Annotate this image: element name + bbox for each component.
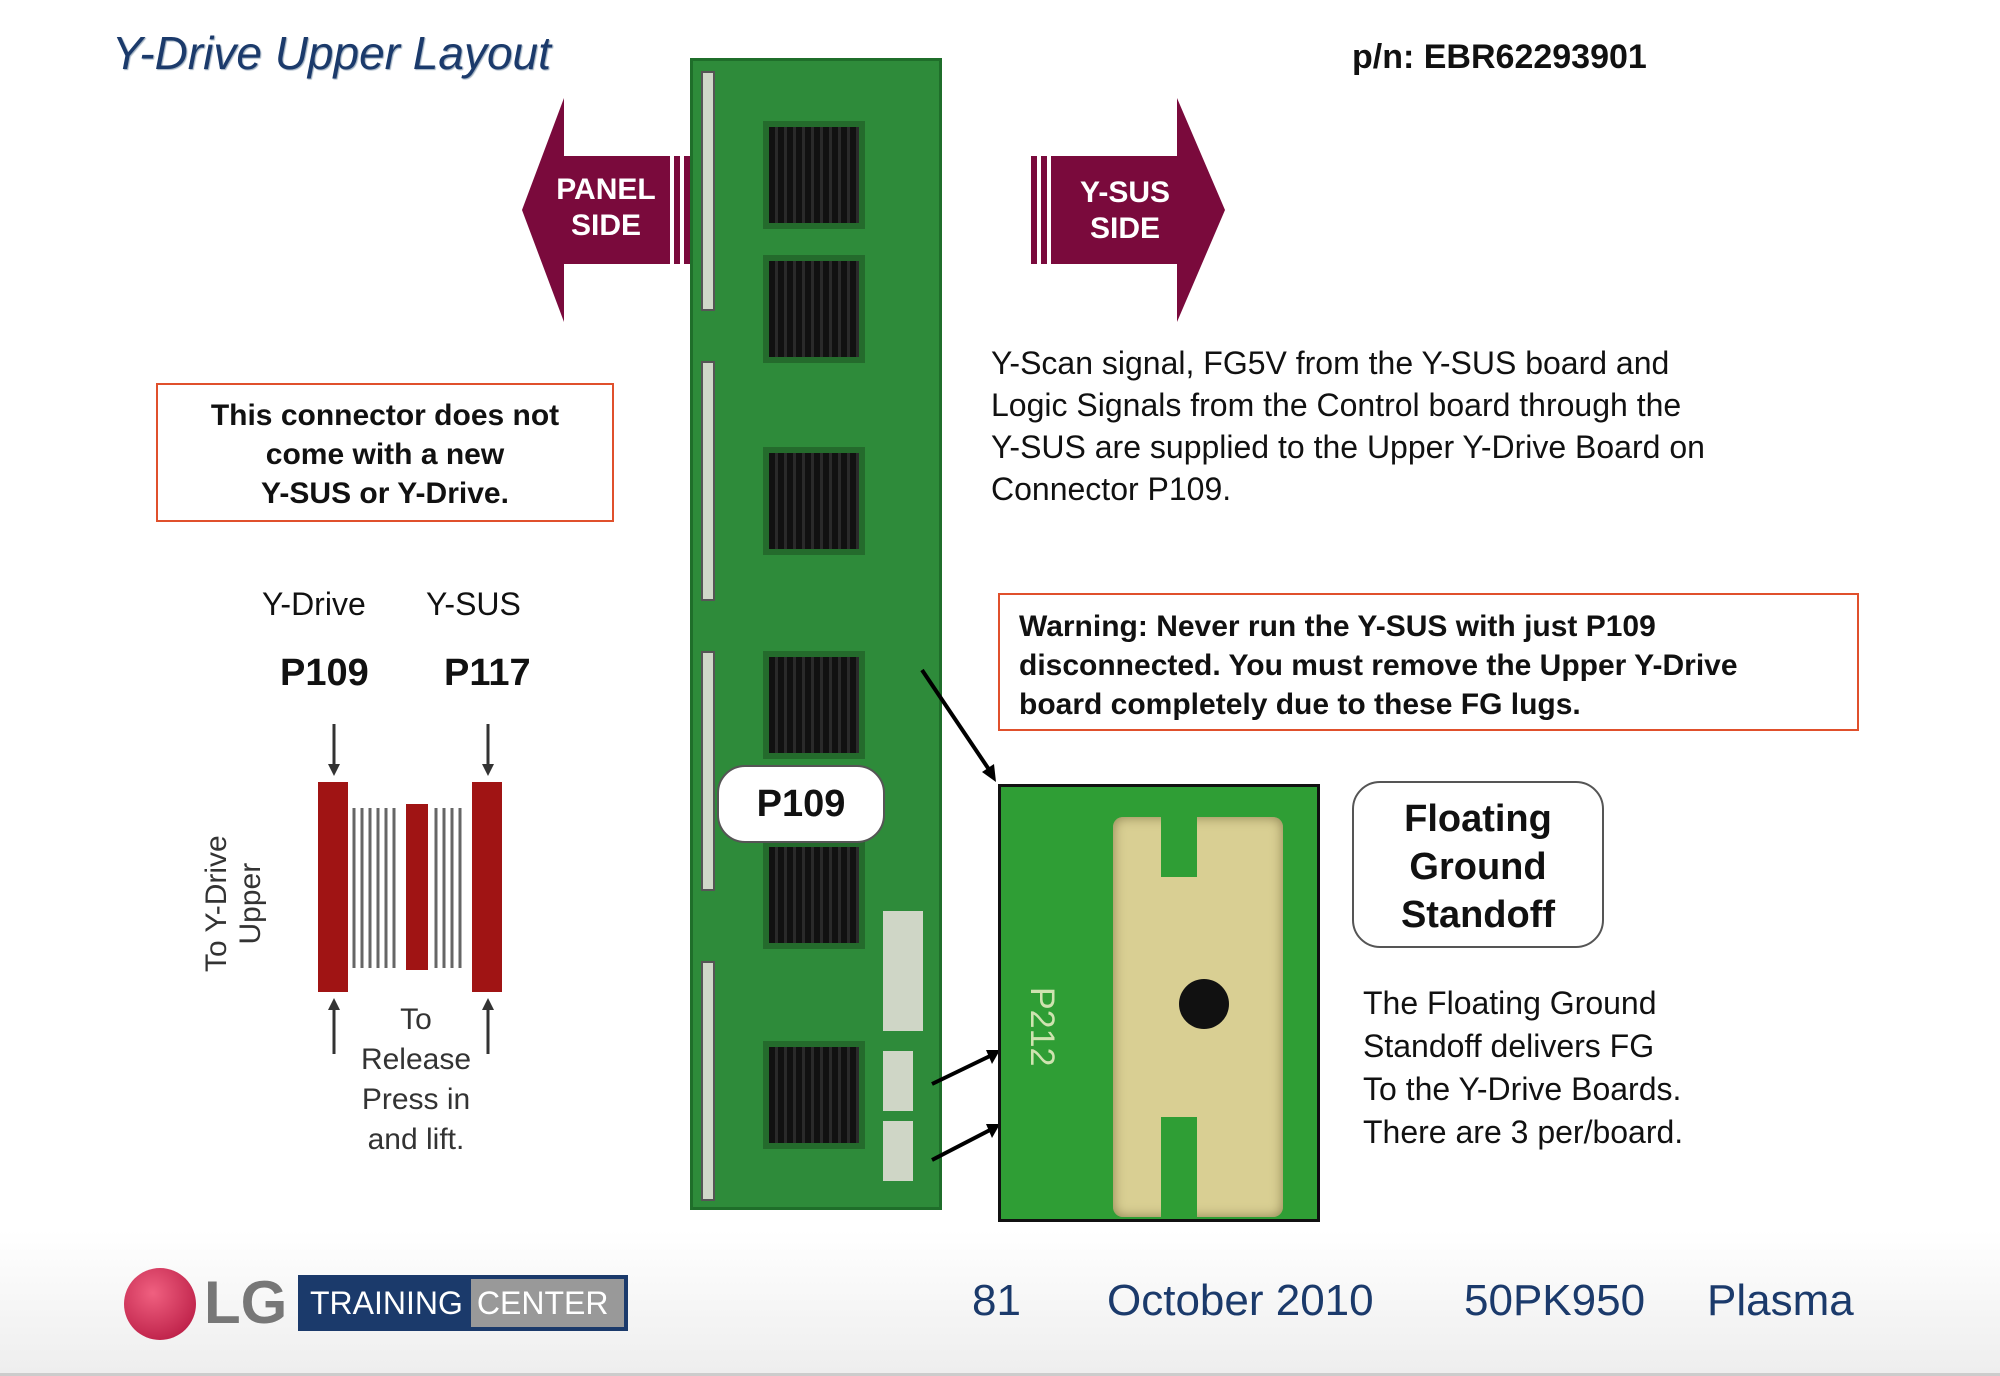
callout-line: Ground bbox=[1409, 846, 1547, 888]
warning-line: Warning: Never run the Y-SUS with just P… bbox=[1019, 610, 1656, 643]
footer-date: October 2010 bbox=[1107, 1276, 1374, 1325]
note-line: come with a new bbox=[265, 438, 505, 471]
note-line: This connector does not bbox=[210, 399, 560, 432]
to-y-drive-label: To Y-Drive Upper bbox=[200, 835, 268, 972]
text-line: Standoff delivers FG bbox=[1363, 1028, 1655, 1064]
release-line: Release bbox=[360, 1043, 472, 1076]
footer-model: 50PK950 bbox=[1464, 1276, 1646, 1325]
pointer-arrows-icon bbox=[920, 668, 1000, 1162]
side-label-line: Upper bbox=[234, 862, 267, 945]
training-text: TRAINING bbox=[310, 1284, 463, 1321]
note-line: Y-SUS or Y-Drive. bbox=[261, 477, 509, 510]
p212-label: P212 bbox=[1023, 987, 1061, 1067]
lg-wordmark: LG bbox=[204, 1269, 288, 1336]
description-text: Y-Scan signal, FG5V from the Y-SUS board… bbox=[991, 342, 1891, 510]
warning-box: Warning: Never run the Y-SUS with just P… bbox=[998, 593, 1859, 731]
release-line: Press in bbox=[361, 1083, 471, 1116]
panel-side-arrow-icon bbox=[522, 98, 690, 322]
release-instructions: To Release Press in and lift. bbox=[336, 1000, 496, 1160]
side-label-line: SIDE bbox=[1089, 212, 1161, 245]
connector-diagram-icon bbox=[318, 724, 502, 1054]
floating-ground-callout: Floating Ground Standoff bbox=[1352, 781, 1604, 948]
part-number: p/n: EBR62293901 bbox=[1352, 38, 1647, 76]
side-label-line: To Y-Drive bbox=[200, 835, 233, 972]
lg-logo-icon bbox=[124, 1268, 196, 1340]
ysus-side-label: Y-SUS SIDE bbox=[1060, 175, 1190, 247]
text-line: The Floating Ground bbox=[1363, 985, 1657, 1021]
y-drive-label: Y-Drive bbox=[262, 586, 366, 622]
description-line: Logic Signals from the Control board thr… bbox=[991, 387, 1682, 423]
panel-label-line: PANEL bbox=[556, 173, 656, 206]
center-text: CENTER bbox=[470, 1279, 624, 1327]
release-line: To bbox=[400, 1003, 432, 1036]
warning-line: disconnected. You must remove the Upper … bbox=[1019, 649, 1738, 682]
ysus-label-line: Y-SUS bbox=[1079, 176, 1171, 209]
description-line: Y-Scan signal, FG5V from the Y-SUS board… bbox=[991, 345, 1670, 381]
release-line: and lift. bbox=[367, 1123, 465, 1156]
footer-type: Plasma bbox=[1707, 1276, 1854, 1325]
floating-ground-text: The Floating Ground Standoff delivers FG… bbox=[1363, 982, 1683, 1154]
ysus-side-arrow-icon bbox=[1031, 98, 1225, 322]
page-number: 81 bbox=[972, 1276, 1021, 1325]
warning-line: board completely due to these FG lugs. bbox=[1019, 688, 1581, 721]
text-line: To the Y-Drive Boards. bbox=[1363, 1071, 1682, 1107]
p109-label: P109 bbox=[280, 652, 369, 694]
training-center-logo: TRAINING CENTER bbox=[298, 1275, 628, 1331]
y-drive-board-photo bbox=[690, 58, 942, 1210]
callout-line: Floating bbox=[1404, 798, 1552, 840]
callout-line: Standoff bbox=[1400, 894, 1556, 936]
side-label-line: SIDE bbox=[570, 209, 642, 242]
description-line: Y-SUS are supplied to the Upper Y-Drive … bbox=[991, 429, 1705, 465]
slide-title: Y-Drive Upper Layout bbox=[112, 27, 551, 79]
p117-label: P117 bbox=[444, 652, 531, 694]
text-line: There are 3 per/board. bbox=[1363, 1114, 1684, 1150]
description-line: Connector P109. bbox=[991, 471, 1232, 507]
standoff-closeup-photo: P212 bbox=[998, 784, 1320, 1222]
connector-note-box: This connector does not come with a new … bbox=[156, 383, 614, 522]
p109-callout: P109 bbox=[717, 765, 885, 843]
y-sus-label: Y-SUS bbox=[426, 586, 521, 622]
panel-side-label: PANEL SIDE bbox=[548, 172, 664, 244]
